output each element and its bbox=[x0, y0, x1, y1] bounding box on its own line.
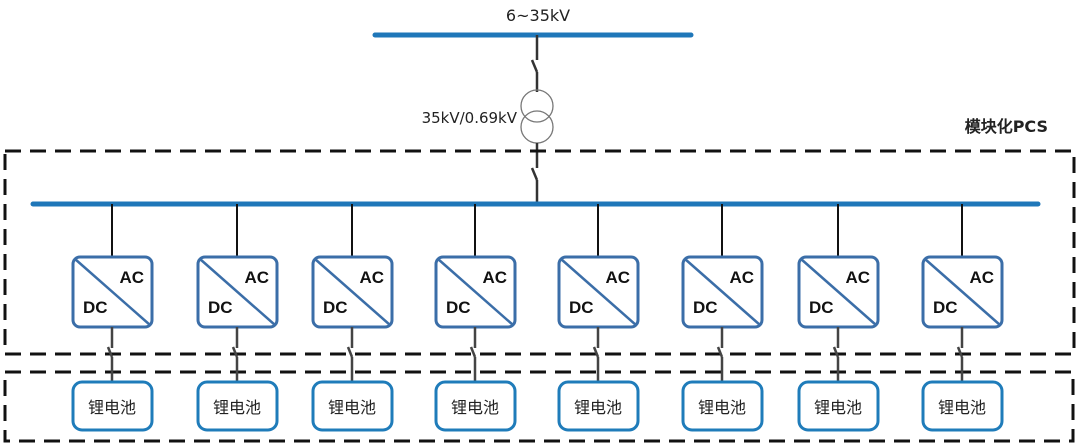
pcs-dc-label: DC bbox=[323, 298, 348, 317]
pcs-module-6: AC DC 锂电池 bbox=[681, 204, 764, 432]
pcs-group-label: 模块化PCS bbox=[965, 117, 1048, 136]
battery-label: 锂电池 bbox=[328, 398, 376, 417]
pcs-ac-label: AC bbox=[729, 268, 754, 287]
pcs-dc-label: DC bbox=[569, 298, 594, 317]
pcs-module-1: AC DC 锂电池 bbox=[71, 204, 154, 432]
pcs-module-5: AC DC 锂电池 bbox=[557, 204, 640, 432]
upper-breaker-switch-icon bbox=[530, 35, 539, 92]
battery-box bbox=[557, 380, 640, 432]
battery-label: 锂电池 bbox=[451, 398, 499, 417]
dc-breaker-switch-icon bbox=[716, 346, 724, 358]
battery-box bbox=[797, 380, 880, 432]
pcs-diagonal-divider bbox=[199, 258, 276, 326]
dc-breaker-switch-icon bbox=[832, 346, 840, 358]
transformer-label: 35kV/0.69kV bbox=[422, 109, 518, 127]
pcs-ac-label: AC bbox=[482, 268, 507, 287]
pcs-ac-label: AC bbox=[605, 268, 630, 287]
battery-box bbox=[196, 380, 279, 432]
pcs-dc-label: DC bbox=[83, 298, 108, 317]
pcs-ac-label: AC bbox=[845, 268, 870, 287]
pcs-diagonal-divider bbox=[314, 258, 391, 326]
pcs-module-2: AC DC 锂电池 bbox=[196, 204, 279, 432]
pcs-dc-label: DC bbox=[933, 298, 958, 317]
dc-breaker-switch-icon bbox=[469, 346, 477, 358]
pcs-diagonal-divider bbox=[560, 258, 637, 326]
pcs-diagonal-divider bbox=[684, 258, 761, 326]
battery-label: 锂电池 bbox=[213, 398, 261, 417]
dc-breaker-switch-icon bbox=[106, 346, 114, 358]
pcs-dc-label: DC bbox=[809, 298, 834, 317]
battery-label: 锂电池 bbox=[938, 398, 986, 417]
pcs-ac-label: AC bbox=[244, 268, 269, 287]
battery-box bbox=[71, 380, 154, 432]
pcs-modules: AC DC 锂电池 AC DC 锂电池 AC DC 锂电池 AC DC 锂电池 AC DC 锂电池 AC DC 锂… bbox=[71, 204, 1004, 432]
pcs-diagonal-divider bbox=[800, 258, 877, 326]
battery-box bbox=[311, 380, 394, 432]
pcs-module-4: AC DC 锂电池 bbox=[434, 204, 517, 432]
pcs-module-8: AC DC 锂电池 bbox=[921, 204, 1004, 432]
dc-breaker-switch-icon bbox=[956, 346, 964, 358]
pcs-module-7: AC DC 锂电池 bbox=[797, 204, 880, 432]
battery-label: 锂电池 bbox=[88, 398, 136, 417]
battery-box bbox=[434, 380, 517, 432]
battery-label: 锂电池 bbox=[698, 398, 746, 417]
pcs-dc-label: DC bbox=[693, 298, 718, 317]
lower-breaker-switch-icon bbox=[530, 143, 539, 204]
pcs-ac-label: AC bbox=[119, 268, 144, 287]
battery-box bbox=[921, 380, 1004, 432]
pcs-dc-label: DC bbox=[208, 298, 233, 317]
pcs-diagonal-divider bbox=[74, 258, 151, 326]
pcs-dc-label: DC bbox=[446, 298, 471, 317]
battery-label: 锂电池 bbox=[814, 398, 862, 417]
battery-box bbox=[681, 380, 764, 432]
pcs-diagonal-divider bbox=[437, 258, 514, 326]
pcs-module-3: AC DC 锂电池 bbox=[311, 204, 394, 432]
transformer-icon bbox=[520, 89, 554, 144]
battery-label: 锂电池 bbox=[574, 398, 622, 417]
battery-group-boundary bbox=[3, 370, 1075, 443]
pcs-group-boundary bbox=[3, 149, 1076, 356]
dc-breaker-switch-icon bbox=[231, 346, 239, 358]
pcs-ac-label: AC bbox=[969, 268, 994, 287]
pcs-ac-label: AC bbox=[359, 268, 384, 287]
grid-bus-label: 6~35kV bbox=[506, 6, 570, 25]
dc-breaker-switch-icon bbox=[592, 346, 600, 358]
pcs-diagonal-divider bbox=[924, 258, 1001, 326]
dc-breaker-switch-icon bbox=[346, 346, 354, 358]
